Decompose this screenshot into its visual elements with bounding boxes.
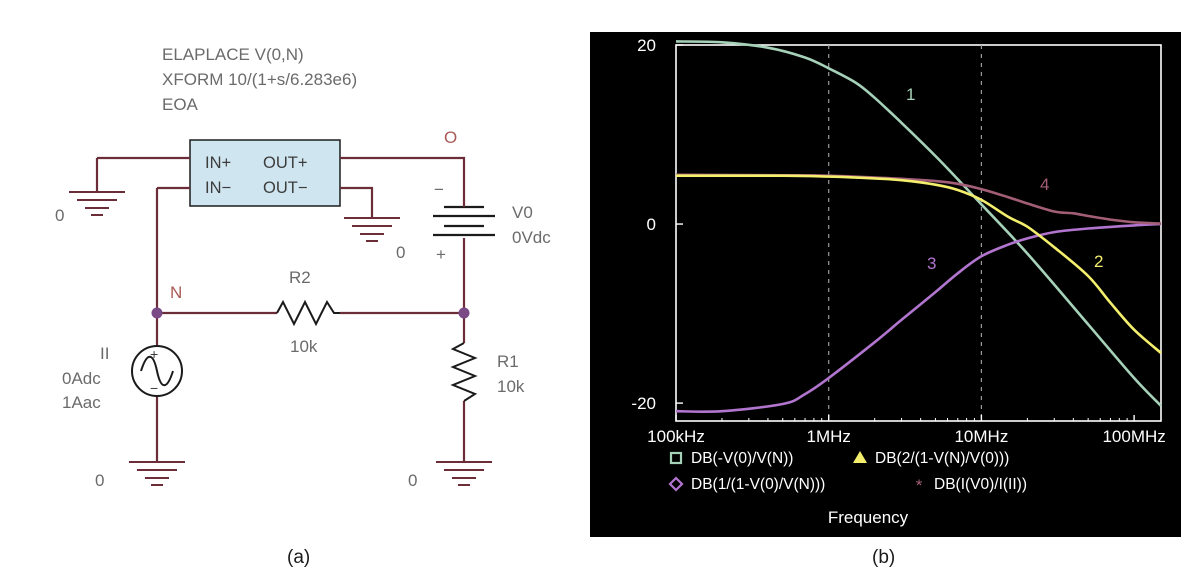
node-label-n: N [170, 283, 182, 302]
r2-resistor [276, 299, 340, 327]
ii-current-source [131, 345, 183, 397]
wire-in-plus-to-ground [95, 156, 190, 192]
curve-number-label: 2 [1094, 252, 1103, 271]
eoa-param-line-1: ELAPLACE V(0,N) [162, 45, 304, 64]
pin-in-plus: IN+ [205, 154, 231, 172]
x-tick-label: 100MHz [1102, 427, 1165, 446]
y-tick-label: -20 [631, 394, 656, 413]
y-tick-label: 20 [637, 36, 656, 55]
plot-background [590, 32, 1181, 537]
x-axis-title: Frequency [828, 508, 909, 527]
series-line [675, 40, 1162, 407]
v0-minus-sign: − [434, 180, 444, 199]
node-n-dot [151, 307, 163, 319]
legend-layer: DB(-V(0)/V(N)) DB(2/(1-V(N)/V(0))) DB(1/(1… [668, 450, 1027, 495]
ii-dc: 0Adc [62, 369, 101, 388]
pin-out-minus: OUT− [263, 179, 307, 197]
v0-plus-sign: + [436, 245, 446, 264]
eoa-param-line-3: EOA [162, 95, 199, 114]
node-r1-r2-dot [458, 307, 470, 319]
curve-number-label: 1 [906, 85, 915, 104]
ii-ac: 1Aac [62, 393, 101, 412]
ii-minus-sign: − [150, 380, 158, 396]
eoa-block [189, 139, 341, 207]
ground-label-r1: 0 [408, 471, 417, 490]
ground-symbol-in-plus [69, 191, 125, 216]
curve-number-label: 4 [1040, 175, 1049, 194]
ground-label-out-minus: 0 [396, 243, 405, 262]
legend-entry-label: DB(1/(1-V(0)/V(N))) [691, 476, 825, 493]
plot-panel: 100kHz 1MHz 10MHz 100MHz 20 0 -20 1 2 3 4 DB(-V(0… [590, 32, 1181, 568]
eoa-param-line-2: XFORM 10/(1+s/6.283e6) [162, 70, 357, 89]
ground-label-ii: 0 [95, 471, 104, 490]
legend-entry-label: DB(I(V0)/I(II)) [934, 476, 1027, 493]
x-tick-label: 100kHz [647, 427, 705, 446]
ground-symbol-ii [129, 461, 185, 486]
r1-value: 10k [497, 377, 525, 396]
r1-name: R1 [497, 352, 519, 371]
legend-entry-label: DB(-V(0)/V(N)) [691, 450, 793, 467]
node-label-o: O [444, 128, 457, 147]
curve-number-label: 3 [927, 254, 936, 273]
ground-symbol-out-minus [344, 217, 400, 242]
pin-out-plus: OUT+ [263, 154, 307, 172]
schematic-panel: ELAPLACE V(0,N) XFORM 10/(1+s/6.283e6) E… [55, 45, 551, 568]
wire-out-plus-to-node-o [340, 156, 466, 190]
x-tick-label: 1MHz [807, 427, 851, 446]
series-layer: 1 2 3 4 [675, 40, 1162, 413]
caption-b: (b) [872, 547, 895, 568]
ii-name: II [100, 344, 109, 363]
v0-value: 0Vdc [512, 228, 551, 247]
r2-name: R2 [289, 268, 311, 287]
legend-marker-square [669, 451, 683, 465]
series-line [675, 174, 1162, 354]
ground-symbol-r1 [436, 461, 492, 486]
wire-in-minus-to-node-n [155, 186, 190, 313]
x-tick-label: 10MHz [954, 427, 1008, 446]
legend-marker-diamond [668, 476, 684, 492]
v0-name: V0 [512, 203, 533, 222]
r2-value: 10k [290, 337, 318, 356]
legend-marker-star: * [916, 476, 923, 495]
caption-a: (a) [287, 547, 310, 568]
ticks-layer: 100kHz 1MHz 10MHz 100MHz 20 0 -20 [631, 36, 1165, 446]
series-line [675, 222, 1162, 413]
v0-source [433, 190, 495, 237]
r1-resistor [450, 342, 478, 402]
legend-entry-label: DB(2/(1-V(N)/V(0))) [875, 450, 1009, 467]
wire-out-minus-to-ground [340, 186, 374, 218]
plot-frame [675, 44, 1162, 422]
y-tick-label: 0 [647, 215, 656, 234]
pin-in-minus: IN− [205, 179, 231, 197]
legend-marker-triangle [853, 451, 867, 463]
ii-plus-sign: + [150, 346, 158, 362]
ground-label-in-plus: 0 [55, 206, 64, 225]
